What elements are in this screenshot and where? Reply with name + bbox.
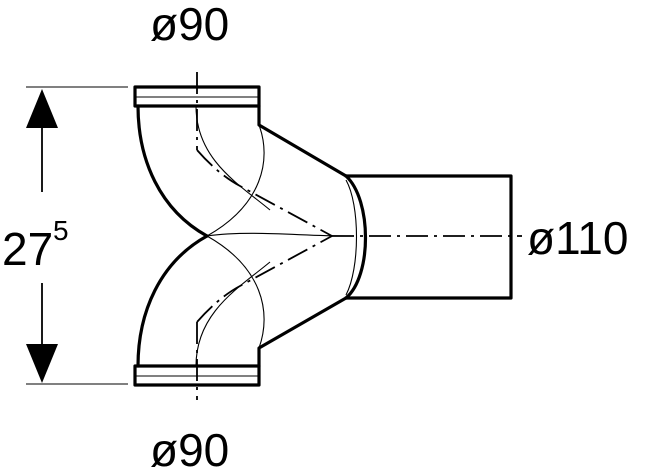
top-branch-axis [196, 149, 333, 237]
contour-lines [195, 105, 358, 367]
top-diameter-label: ø90 [150, 0, 229, 50]
down-arrow-icon [26, 344, 58, 383]
top-branch-edge [257, 104, 348, 178]
outlet-diameter-label: ø110 [527, 212, 628, 264]
center-lines [196, 72, 522, 400]
top-contour-b [206, 124, 265, 237]
top-bend-outer [136, 104, 209, 238]
outlet-bulge [344, 174, 367, 300]
outlet-pipe [344, 174, 513, 300]
height-dimension [26, 86, 128, 385]
center-contour [206, 232, 347, 237]
bottom-diameter-label: ø90 [150, 424, 229, 472]
bottom-branch-axis [196, 235, 333, 323]
bottom-bend-outer [136, 234, 209, 368]
height-dimension-label: 27 [2, 223, 53, 275]
bottom-contour-b [206, 235, 265, 349]
outlet-inner-contour [345, 179, 358, 296]
bottom-contour-a [195, 261, 271, 367]
height-dimension-superscript: 5 [53, 215, 69, 246]
up-arrow-icon [26, 89, 58, 128]
bottom-branch-edge [257, 296, 348, 368]
outlet-pipe-body [344, 174, 513, 300]
